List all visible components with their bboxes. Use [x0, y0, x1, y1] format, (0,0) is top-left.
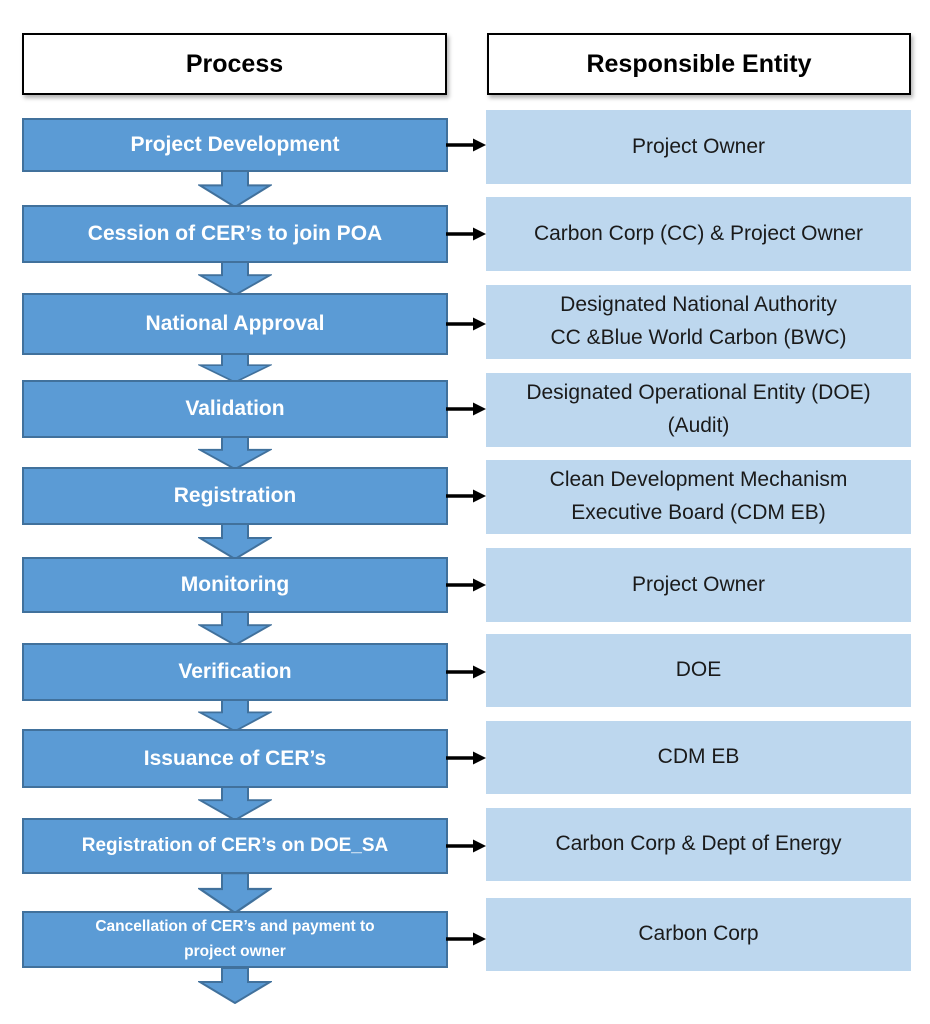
- entity-label: Designated National Authority CC &Blue W…: [550, 293, 847, 349]
- process-step-issuance-of-cers: Issuance of CER’s: [22, 729, 448, 788]
- entity-box-project-owner-monitoring: Project Owner: [486, 548, 911, 622]
- entity-box-doe: DOE: [486, 634, 911, 707]
- entity-label: CDM EB: [657, 745, 740, 769]
- flow-down-arrow: [198, 261, 272, 296]
- process-step-label: Registration of CER’s on DOE_SA: [81, 835, 389, 856]
- entity-label: Project Owner: [631, 134, 766, 158]
- entity-column-header: Responsible Entity: [487, 33, 911, 95]
- entity-box-doe-audit: Designated Operational Entity (DOE) (Aud…: [486, 373, 911, 447]
- flow-down-arrow: [198, 353, 272, 383]
- process-step-cancellation-of-cers: Cancellation of CER’s and payment to pro…: [22, 911, 448, 968]
- flow-down-arrow: [198, 872, 272, 914]
- entity-box-cdm-executive-board: Clean Development Mechanism Executive Bo…: [486, 460, 911, 534]
- process-step-label: Validation: [185, 397, 285, 420]
- process-step-cession-of-cers: Cession of CER’s to join POA: [22, 205, 448, 263]
- flow-down-arrow: [198, 523, 272, 560]
- process-step-registration: Registration: [22, 467, 448, 525]
- process-step-monitoring: Monitoring: [22, 557, 448, 613]
- process-step-label: Cancellation of CER’s and payment to pro…: [95, 918, 375, 960]
- process-step-validation: Validation: [22, 380, 448, 438]
- flow-down-arrow: [198, 436, 272, 470]
- process-step-verification: Verification: [22, 643, 448, 701]
- entity-box-carbon-corp: Carbon Corp: [486, 898, 911, 971]
- process-step-registration-doe-sa: Registration of CER’s on DOE_SA: [22, 818, 448, 874]
- process-column-header: Process: [22, 33, 447, 95]
- entity-label: DOE: [675, 658, 722, 682]
- process-to-entity-arrow: [446, 578, 486, 592]
- process-column-header-label: Process: [185, 49, 284, 78]
- process-to-entity-arrow: [446, 317, 486, 331]
- process-step-label: Monitoring: [180, 573, 290, 596]
- flow-down-arrow: [198, 786, 272, 821]
- entity-box-project-owner: Project Owner: [486, 110, 911, 184]
- process-step-national-approval: National Approval: [22, 293, 448, 355]
- flow-down-arrow-final: [198, 967, 272, 1004]
- process-to-entity-arrow: [446, 402, 486, 416]
- entity-label: Designated Operational Entity (DOE) (Aud…: [526, 381, 871, 437]
- entity-box-cdm-eb: CDM EB: [486, 721, 911, 794]
- entity-column-header-label: Responsible Entity: [586, 49, 812, 78]
- flow-down-arrow: [198, 611, 272, 646]
- flow-down-arrow: [198, 170, 272, 208]
- process-step-label: Verification: [178, 660, 292, 683]
- process-step-label: Issuance of CER’s: [143, 746, 327, 770]
- flow-down-arrow: [198, 699, 272, 732]
- process-to-entity-arrow: [446, 138, 486, 152]
- process-to-entity-arrow: [446, 489, 486, 503]
- process-to-entity-arrow: [446, 227, 486, 241]
- entity-box-carbon-corp-project-owner: Carbon Corp (CC) & Project Owner: [486, 197, 911, 271]
- entity-label: Carbon Corp (CC) & Project Owner: [533, 221, 864, 245]
- entity-label: Carbon Corp & Dept of Energy: [555, 832, 842, 856]
- process-to-entity-arrow: [446, 665, 486, 679]
- process-step-label: Registration: [173, 484, 297, 507]
- entity-label: Project Owner: [631, 572, 766, 596]
- process-step-project-development: Project Development: [22, 118, 448, 172]
- process-step-label: National Approval: [145, 312, 325, 335]
- entity-label: Carbon Corp: [638, 922, 759, 946]
- process-to-entity-arrow: [446, 932, 486, 946]
- process-to-entity-arrow: [446, 751, 486, 765]
- entity-label: Clean Development Mechanism Executive Bo…: [549, 468, 848, 524]
- process-step-label: Project Development: [130, 133, 340, 156]
- process-to-entity-arrow: [446, 839, 486, 853]
- entity-box-carbon-corp-dept-energy: Carbon Corp & Dept of Energy: [486, 808, 911, 881]
- entity-box-designated-national-authority: Designated National Authority CC &Blue W…: [486, 285, 911, 359]
- process-step-label: Cession of CER’s to join POA: [87, 222, 383, 245]
